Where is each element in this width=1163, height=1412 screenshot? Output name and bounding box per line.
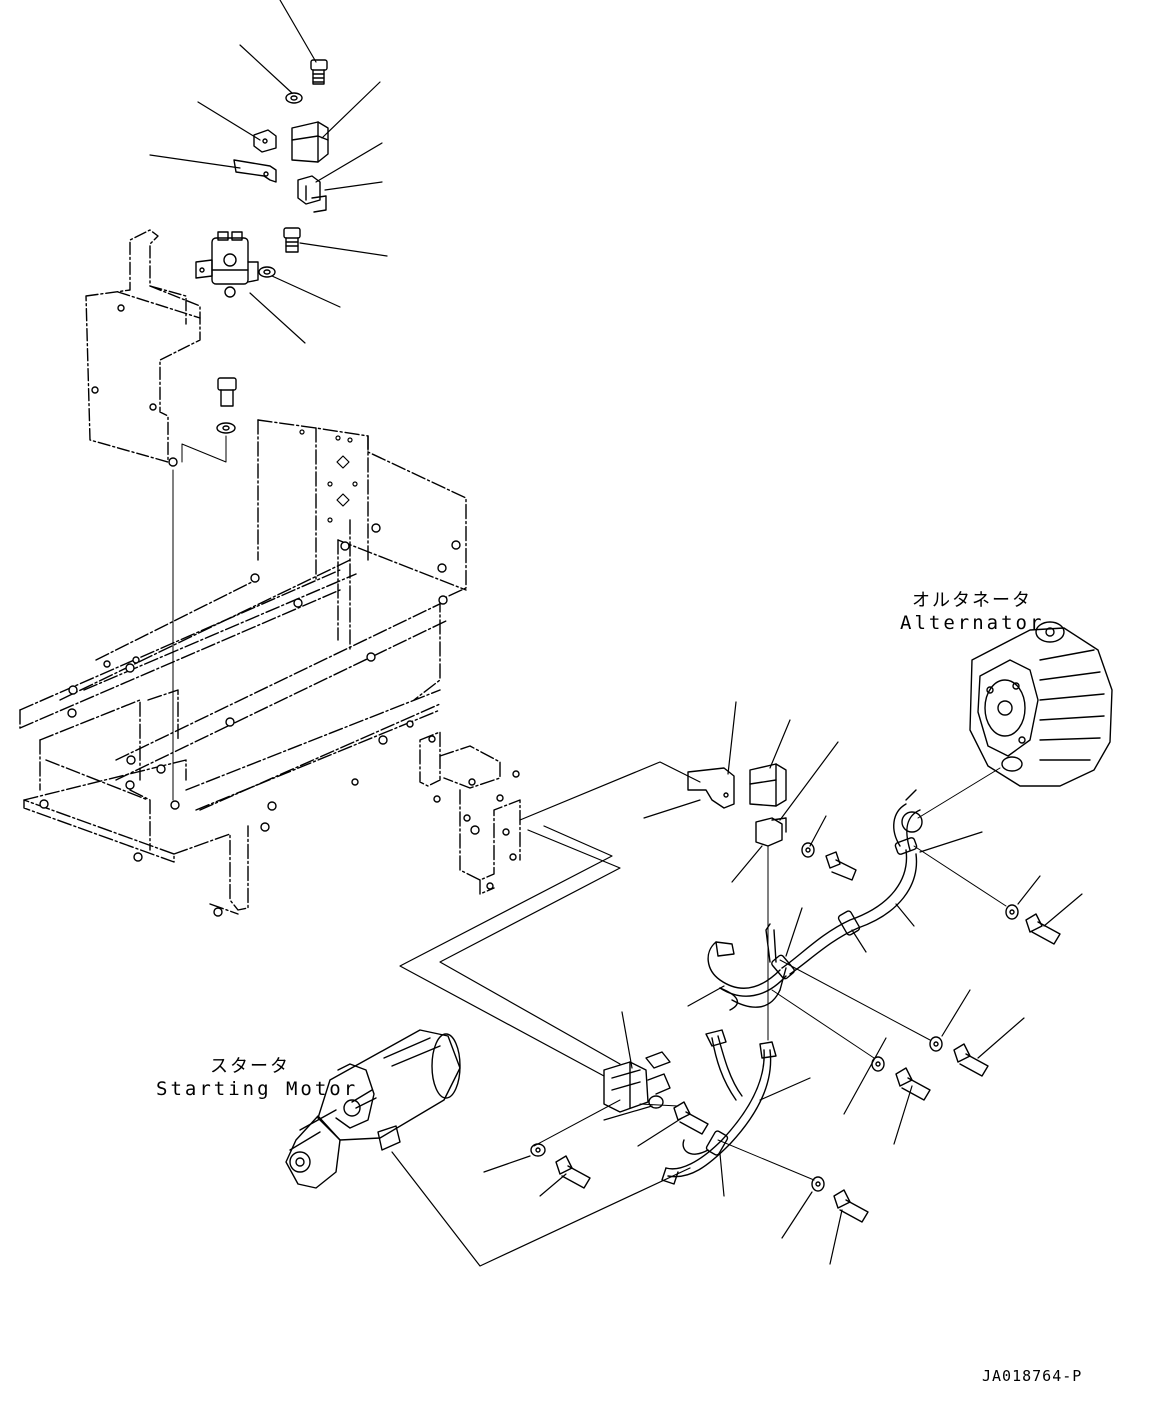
washer-icon (1006, 905, 1018, 919)
washer-icon (802, 843, 814, 857)
bolt-icon (674, 1102, 708, 1134)
alternator-label: Alternator (900, 612, 1045, 634)
washer-icon (217, 423, 235, 433)
bolt-icon (826, 852, 856, 880)
starting-motor-icon (286, 1030, 460, 1188)
starter-japanese-label: スタータ (210, 1056, 290, 1077)
frame-bolts (40, 524, 519, 916)
connector-icon (604, 1052, 670, 1112)
frame-holes (300, 430, 357, 522)
drawing-reference-number: JA018764-P (982, 1367, 1083, 1385)
washer-icon (930, 1037, 942, 1051)
washer-icon (259, 267, 275, 277)
alternator-icon (970, 622, 1112, 786)
bolt-hole (118, 305, 124, 311)
frame-icon (20, 420, 520, 914)
assembly-guide-lines (173, 436, 226, 800)
washer-icon (531, 1144, 545, 1156)
leader-lines-lower (484, 702, 1082, 1264)
battery-relay-icon (196, 232, 258, 297)
bolt-icon (896, 1068, 930, 1100)
wire-harness-icon (662, 790, 922, 1184)
bracket-icon (688, 768, 734, 808)
bolt-icon (834, 1190, 868, 1222)
bolt-icon (311, 60, 327, 84)
connector-icon (298, 176, 326, 212)
bracket-icon (254, 130, 276, 152)
connector-icon (756, 818, 786, 846)
bolt-icon (556, 1156, 590, 1188)
bolt-icon (218, 378, 236, 406)
washer-icon (812, 1177, 824, 1191)
bolt-hole (169, 458, 177, 466)
bolt-hole (92, 387, 98, 393)
harness-routing-outline (392, 762, 700, 1266)
assembly-guide-lines-harness (534, 846, 1006, 1180)
bracket-icon (234, 160, 276, 182)
relay-icon (750, 764, 786, 806)
washer-icon (286, 93, 302, 103)
bolt-icon (1026, 914, 1060, 944)
bolt-hole (150, 404, 156, 410)
bolt-icon (284, 228, 300, 252)
bolt-icon (954, 1044, 988, 1076)
starter-label: Starting Motor (156, 1078, 359, 1100)
alternator-japanese-label: オルタネータ (912, 590, 1032, 611)
cover-plate-outline (86, 230, 200, 462)
relay-icon (292, 122, 328, 162)
leader-lines-top (150, 0, 387, 343)
assembly-guide-line (918, 768, 1000, 818)
